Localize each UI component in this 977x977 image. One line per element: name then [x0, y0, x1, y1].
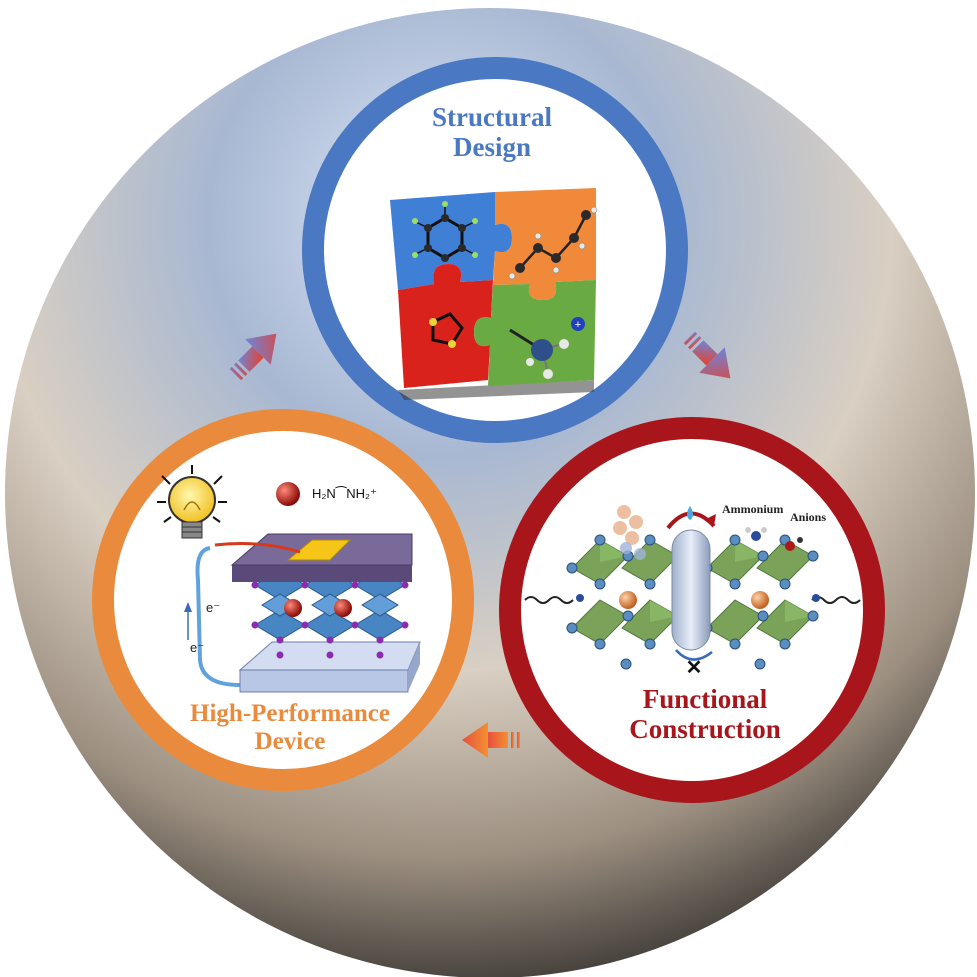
svg-text:+: +	[575, 319, 581, 331]
ammonium-label: Ammonium	[722, 502, 783, 517]
puzzle-icon: +	[390, 188, 597, 400]
high-performance-device-title: High-Performance Device	[140, 700, 440, 756]
formamidinium-formula: H₂N⁀NH₂⁺	[312, 486, 377, 502]
electron-label: e⁻	[190, 640, 204, 656]
blocked-cross-icon: ✕	[686, 657, 703, 679]
functional-construction-title: Functional Construction	[580, 684, 830, 744]
cation-sphere-icon	[276, 482, 300, 506]
electron-label: e⁻	[206, 600, 220, 616]
structural-design-title: Structural Design	[372, 102, 612, 162]
ion-channel-tube	[672, 530, 710, 650]
anions-label: Anions	[790, 510, 826, 525]
